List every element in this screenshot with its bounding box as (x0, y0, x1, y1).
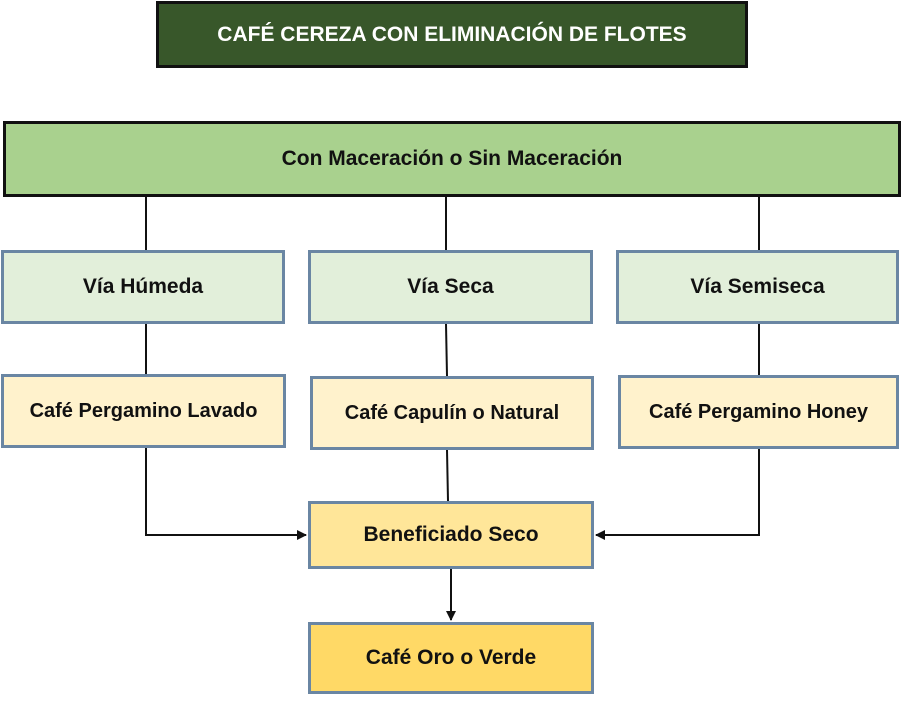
via-humeda-box: Vía Húmeda (1, 250, 285, 324)
via-seca-box: Vía Seca (308, 250, 593, 324)
connector-natural-to-beneficiado (446, 449, 449, 502)
maceration-box: Con Maceración o Sin Maceración (3, 121, 901, 197)
arrow-lavado-to-beneficiado (145, 448, 307, 540)
via-semiseca-box: Vía Semiseca (616, 250, 899, 324)
capulin-natural-box: Café Capulín o Natural (310, 376, 594, 450)
connector-via-seca-to-natural (445, 323, 448, 377)
pergamino-honey-box: Café Pergamino Honey (618, 375, 899, 449)
beneficiado-seco-box: Beneficiado Seco (308, 501, 594, 569)
diagram-title: CAFÉ CEREZA CON ELIMINACIÓN DE FLOTES (156, 1, 748, 68)
cafe-oro-verde-box: Café Oro o Verde (308, 622, 594, 694)
pergamino-lavado-box: Café Pergamino Lavado (1, 374, 286, 448)
arrow-honey-to-beneficiado (595, 449, 760, 540)
